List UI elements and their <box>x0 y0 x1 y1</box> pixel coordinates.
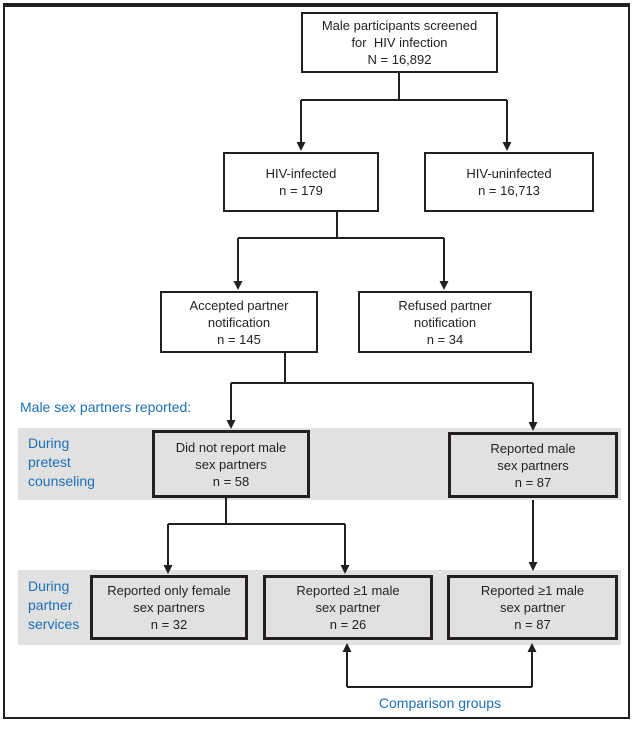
box-text: Reported ≥1 male <box>296 583 400 598</box>
box-text: n = 87 <box>514 474 552 490</box>
box-text: n = 87 <box>514 617 551 632</box>
connector-infected-split <box>237 212 445 281</box>
box-text: n = 58 <box>212 473 250 489</box>
connector-paths <box>167 73 534 688</box>
arrow-down-icon <box>502 142 512 151</box>
box-text: sex partners <box>133 600 205 615</box>
box-text: n = 16,713 <box>478 183 540 198</box>
label-line: During <box>28 578 70 594</box>
box-accepted-notification: Accepted partner notification n = 145 <box>160 291 318 353</box>
connector-accepted-split <box>230 353 534 422</box>
box-text: sex partner <box>315 600 381 615</box>
box-text: Reported only female <box>107 583 231 598</box>
box-text: N = 16,892 <box>367 52 432 67</box>
arrow-down-icon <box>226 420 236 429</box>
box-text: notification <box>413 314 477 330</box>
box-text: Reported ≥1 male <box>480 583 585 598</box>
box-no-male-partners: Did not report male sex partners n = 58 <box>152 430 310 498</box>
connector-pretest-split <box>167 498 346 565</box>
box-text: Reported male <box>490 440 576 456</box>
box-text: Male participants screened <box>321 18 478 33</box>
label-during-partner-services: During partner services <box>28 577 79 634</box>
box-text: for HIV infection <box>351 35 448 50</box>
arrow-down-icon <box>528 422 538 431</box>
arrow-up-icon <box>342 643 352 652</box>
arrow-up-icon <box>527 643 537 652</box>
box-ge1-male-partner-87: Reported ≥1 male sex partner n = 87 <box>447 575 618 640</box>
box-text: n = 179 <box>279 183 323 198</box>
box-hiv-uninfected: HIV-uninfected n = 16,713 <box>424 152 594 212</box>
label-line: pretest <box>28 454 71 470</box>
arrow-down-icon <box>340 565 350 574</box>
label-male-sex-partners-reported: Male sex partners reported: <box>20 399 192 415</box>
box-text: n = 32 <box>150 617 188 632</box>
arrow-down-icon <box>296 142 306 151</box>
box-text: Did not report male <box>175 439 287 455</box>
label-line: During <box>28 435 70 451</box>
arrow-down-icon <box>233 281 243 290</box>
box-screened: Male participants screened for HIV infec… <box>301 12 498 73</box>
connector-screened-split <box>300 73 508 142</box>
label-comparison-groups: Comparison groups <box>378 695 502 711</box>
figure-border <box>3 3 630 719</box>
box-text: n = 26 <box>329 617 367 632</box>
box-ge1-male-partner-26: Reported ≥1 male sex partner n = 26 <box>263 575 433 640</box>
box-female-only-partners: Reported only female sex partners n = 32 <box>90 575 248 640</box>
arrow-down-icon <box>528 562 538 571</box>
label-line: partner <box>28 597 73 613</box>
arrow-down-icon <box>163 565 173 574</box>
label-line: services <box>28 616 80 632</box>
box-text: sex partners <box>497 457 569 473</box>
box-text: HIV-infected <box>265 166 337 181</box>
box-reported-male-partners: Reported male sex partners n = 87 <box>448 432 618 498</box>
box-text: n = 145 <box>217 331 261 347</box>
label-during-pretest-counseling: During pretest counseling <box>28 434 95 491</box>
arrow-down-icon <box>439 281 449 290</box>
box-text: sex partner <box>499 600 566 615</box>
box-hiv-infected: HIV-infected n = 179 <box>223 152 379 212</box>
box-text: HIV-uninfected <box>466 166 552 181</box>
box-text: notification <box>207 314 271 330</box>
box-text: sex partners <box>195 456 267 472</box>
label-line: counseling <box>28 473 95 489</box>
arrowheads <box>163 142 538 652</box>
comparison-bracket <box>346 652 533 688</box>
box-refused-notification: Refused partner notification n = 34 <box>358 291 532 353</box>
box-text: n = 34 <box>426 331 464 347</box>
box-text: Accepted partner <box>189 297 289 313</box>
box-text: Refused partner <box>398 297 492 313</box>
